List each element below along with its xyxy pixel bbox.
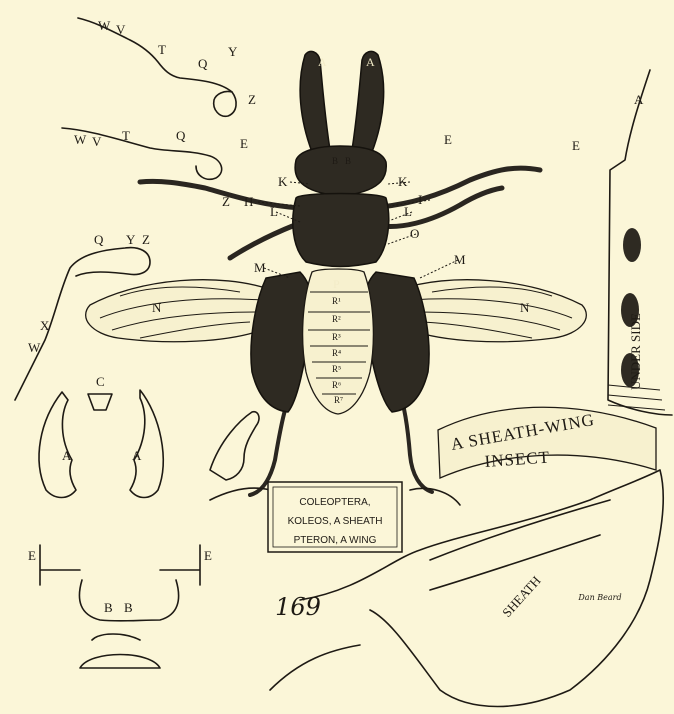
label-B-bottom-right: B xyxy=(124,600,133,615)
elytron-right xyxy=(364,272,429,412)
segment-R2: R² xyxy=(332,314,341,324)
label-E-bottom-left: E xyxy=(28,548,36,563)
label-K-left: K xyxy=(278,174,288,189)
label-E-left: E xyxy=(240,136,248,151)
label-A-low-right: A xyxy=(132,448,142,463)
segment-R5: R⁵ xyxy=(332,364,341,374)
ribbon-line-2: INSECT xyxy=(484,447,551,471)
label-O: O xyxy=(410,226,419,241)
label-K-right: K xyxy=(398,174,408,189)
label-N-right: N xyxy=(520,300,530,315)
beetle-head xyxy=(295,146,386,196)
label-Q-low: Q xyxy=(94,232,104,247)
label-C: C xyxy=(96,374,105,389)
ribbon-banner: A SHEATH-WING INSECT xyxy=(438,407,656,478)
label-B-bottom-left: B xyxy=(104,600,113,615)
label-B-left: B xyxy=(332,156,338,166)
label-A-right: A xyxy=(366,55,375,69)
label-E-far: E xyxy=(572,138,580,153)
label-I: I xyxy=(418,192,422,207)
label-Z-low: Z xyxy=(142,232,150,247)
beetle-thorax xyxy=(293,194,389,267)
segment-R1: R¹ xyxy=(332,296,341,306)
under-side-label: UNDER SIDE xyxy=(628,313,643,390)
segment-R3: R³ xyxy=(332,332,341,342)
segment-R7: R⁷ xyxy=(334,395,343,405)
caption-line-3: PTERON, A WING xyxy=(294,535,377,546)
label-W-low: W xyxy=(28,340,41,355)
label-A-under: A xyxy=(634,92,644,107)
label-M-right: M xyxy=(454,252,466,267)
label-W-mid: W xyxy=(74,132,87,147)
label-Y-low: Y xyxy=(126,232,136,247)
label-E-bottom-right: E xyxy=(204,548,212,563)
label-H: H xyxy=(244,194,253,209)
mandible-details xyxy=(39,390,163,498)
label-M-left: M xyxy=(254,260,266,275)
label-L-left: L xyxy=(270,204,278,219)
label-W-top: W xyxy=(98,18,111,33)
label-V-mid: V xyxy=(92,134,102,149)
label-T-mid: T xyxy=(122,128,130,143)
wing-left xyxy=(86,280,272,342)
label-X: X xyxy=(40,318,50,333)
label-L-right: L xyxy=(404,204,412,219)
caption-line-1: COLEOPTERA, xyxy=(299,497,370,508)
caption-box: COLEOPTERA, KOLEOS, A SHEATH PTERON, A W… xyxy=(210,482,460,552)
label-A-low-left: A xyxy=(62,448,72,463)
label-A-left: A xyxy=(318,55,327,69)
label-Q-top: Q xyxy=(198,56,208,71)
label-B-right: B xyxy=(345,156,351,166)
artist-signature: Dan Beard xyxy=(577,593,621,602)
segment-R6: R⁶ xyxy=(332,380,341,390)
label-V-top: V xyxy=(116,22,126,37)
sheath-label: SHEATH xyxy=(499,573,543,620)
segment-R4: R⁴ xyxy=(332,348,341,358)
caption-line-2: KOLEOS, A SHEATH xyxy=(288,516,383,527)
label-Q-mid: Q xyxy=(176,128,186,143)
label-Z-left: Z xyxy=(222,194,230,209)
label-Z-top: Z xyxy=(248,92,256,107)
label-T-top: T xyxy=(158,42,166,57)
plate-number: 169 xyxy=(275,593,321,621)
label-N-left: N xyxy=(152,300,162,315)
label-P: P xyxy=(333,277,340,291)
label-E-right: E xyxy=(444,132,452,147)
head-underside-detail xyxy=(40,545,200,668)
pointing-hand-left xyxy=(210,412,259,480)
label-Y-top: Y xyxy=(228,44,238,59)
